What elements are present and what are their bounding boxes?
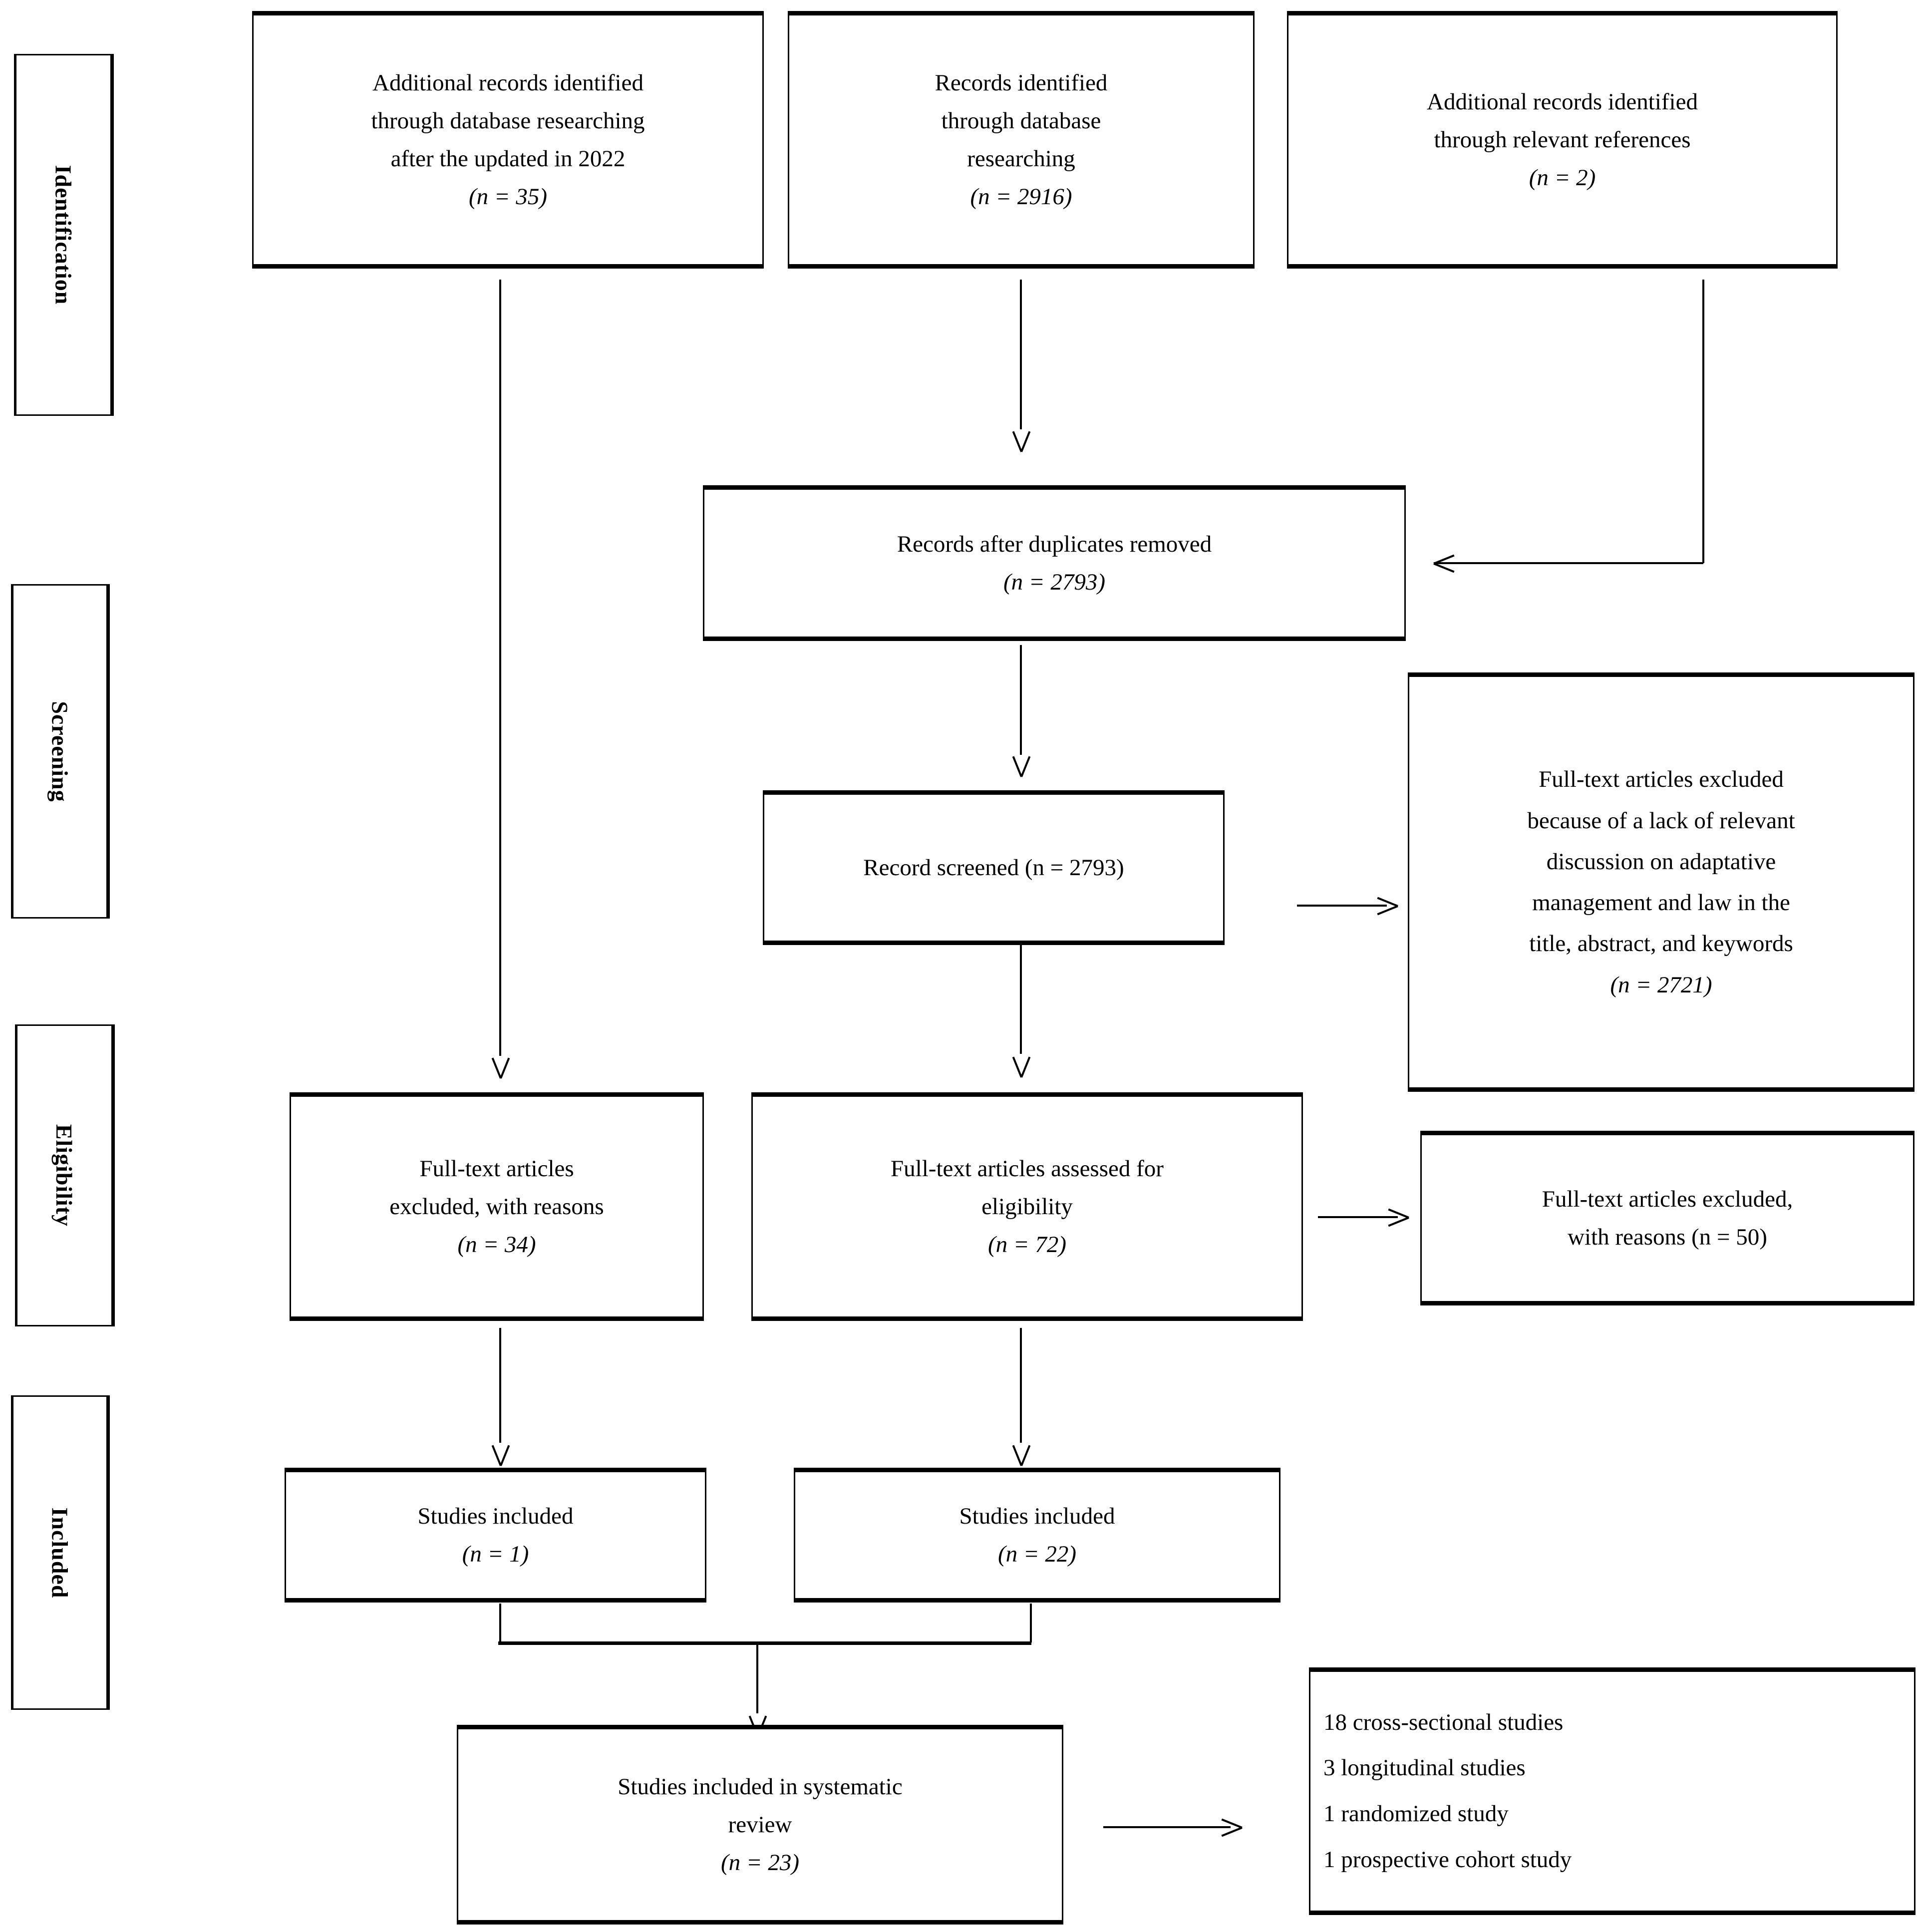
box-studies-included-right: Studies included (n = 22)	[794, 1468, 1280, 1603]
box-fulltext-excluded-left: Full-text articles excluded, with reason…	[290, 1092, 704, 1321]
box-study-types: 18 cross-sectional studies 3 longitudina…	[1309, 1667, 1916, 1915]
box-line: review	[728, 1811, 792, 1838]
box-count: (n = 22)	[997, 1541, 1077, 1567]
box-count: (n = 2721)	[1610, 971, 1712, 998]
study-type-item: 18 cross-sectional studies	[1323, 1709, 1564, 1735]
box-duplicates-removed: Records after duplicates removed (n = 27…	[703, 485, 1406, 641]
box-count: (n = 72)	[987, 1232, 1067, 1258]
box-count: (n = 1)	[462, 1541, 529, 1567]
box-fulltext-assessed: Full-text articles assessed for eligibil…	[751, 1092, 1303, 1321]
box-line: with reasons (n = 50)	[1568, 1224, 1767, 1250]
box-line: Full-text articles assessed for	[891, 1155, 1164, 1182]
stage-label-identification: Identification	[14, 54, 114, 416]
box-count: (n = 34)	[457, 1232, 536, 1258]
connector-records-to-duplicates	[1020, 280, 1022, 429]
stage-label-eligibility-text: Eligibility	[51, 1124, 77, 1227]
stage-label-included: Included	[11, 1395, 110, 1710]
connector-references-vertical	[1702, 280, 1704, 563]
box-line: discussion on adaptative	[1546, 848, 1776, 875]
box-count: (n = 2)	[1529, 165, 1596, 191]
box-line: through database	[941, 107, 1101, 134]
box-line: eligibility	[981, 1193, 1073, 1220]
box-fulltext-excluded-right: Full-text articles excluded, with reason…	[1420, 1131, 1915, 1305]
stage-label-screening: Screening	[11, 584, 110, 919]
box-line: through database researching	[371, 107, 645, 134]
box-line: Studies included in systematic	[618, 1773, 903, 1800]
box-line: through relevant references	[1434, 126, 1691, 153]
box-line: after the updated in 2022	[390, 146, 626, 172]
connector-update-to-excluded-left	[499, 280, 501, 1056]
box-line: Additional records identified	[372, 69, 643, 96]
box-line: Full-text articles	[419, 1155, 574, 1182]
connector-merge-left-leg	[499, 1604, 501, 1642]
study-type-item: 1 prospective cohort study	[1323, 1846, 1572, 1873]
box-line: excluded, with reasons	[389, 1193, 604, 1220]
stage-label-eligibility: Eligibility	[15, 1024, 115, 1326]
study-type-item: 1 randomized study	[1323, 1801, 1509, 1827]
connector-screened-to-excluded	[1297, 905, 1387, 907]
connector-assessed-to-studies-right	[1020, 1328, 1022, 1443]
box-line: Additional records identified	[1427, 88, 1698, 115]
box-count: (n = 23)	[720, 1850, 800, 1876]
box-count: (n = 35)	[468, 184, 548, 210]
box-line: because of a lack of relevant	[1527, 807, 1795, 834]
connector-merge-right-leg	[1030, 1604, 1032, 1642]
study-type-item: 3 longitudinal studies	[1323, 1755, 1526, 1781]
connector-screened-to-assessed	[1020, 945, 1022, 1054]
box-line: researching	[967, 146, 1075, 172]
box-line: Studies included	[959, 1503, 1115, 1529]
box-count: (n = 2916)	[970, 184, 1072, 210]
box-line: Full-text articles excluded,	[1542, 1186, 1793, 1212]
box-line: Record screened (n = 2793)	[863, 854, 1124, 881]
box-line: title, abstract, and keywords	[1529, 931, 1793, 957]
box-screening-excluded: Full-text articles excluded because of a…	[1408, 672, 1915, 1092]
stage-label-included-text: Included	[47, 1507, 73, 1598]
connector-excluded-left-to-studies-left	[499, 1328, 501, 1443]
connector-merge-bar	[498, 1641, 1031, 1645]
connector-assessed-to-excluded-right	[1318, 1216, 1398, 1218]
box-count: (n = 2793)	[1003, 569, 1106, 595]
box-line: Records identified	[935, 69, 1108, 96]
box-records-identified: Records identified through database rese…	[788, 11, 1255, 269]
box-record-screened: Record screened (n = 2793)	[763, 790, 1225, 945]
connector-merge-stem	[756, 1643, 758, 1713]
box-additional-records-references: Additional records identified through re…	[1287, 11, 1838, 269]
box-line: Records after duplicates removed	[897, 531, 1212, 557]
box-studies-included-left: Studies included (n = 1)	[285, 1468, 706, 1603]
connector-systematic-to-study-types	[1103, 1826, 1231, 1828]
stage-label-identification-text: Identification	[50, 165, 76, 305]
box-studies-included-systematic: Studies included in systematic review (n…	[457, 1725, 1063, 1925]
box-line: Full-text articles excluded	[1539, 766, 1784, 793]
box-line: management and law in the	[1532, 890, 1790, 916]
box-line: Studies included	[417, 1503, 574, 1529]
connector-duplicates-to-screened	[1020, 645, 1022, 755]
stage-label-screening-text: Screening	[47, 700, 73, 802]
connector-references-horizontal	[1434, 562, 1703, 564]
box-additional-records-update: Additional records identified through da…	[252, 11, 764, 269]
